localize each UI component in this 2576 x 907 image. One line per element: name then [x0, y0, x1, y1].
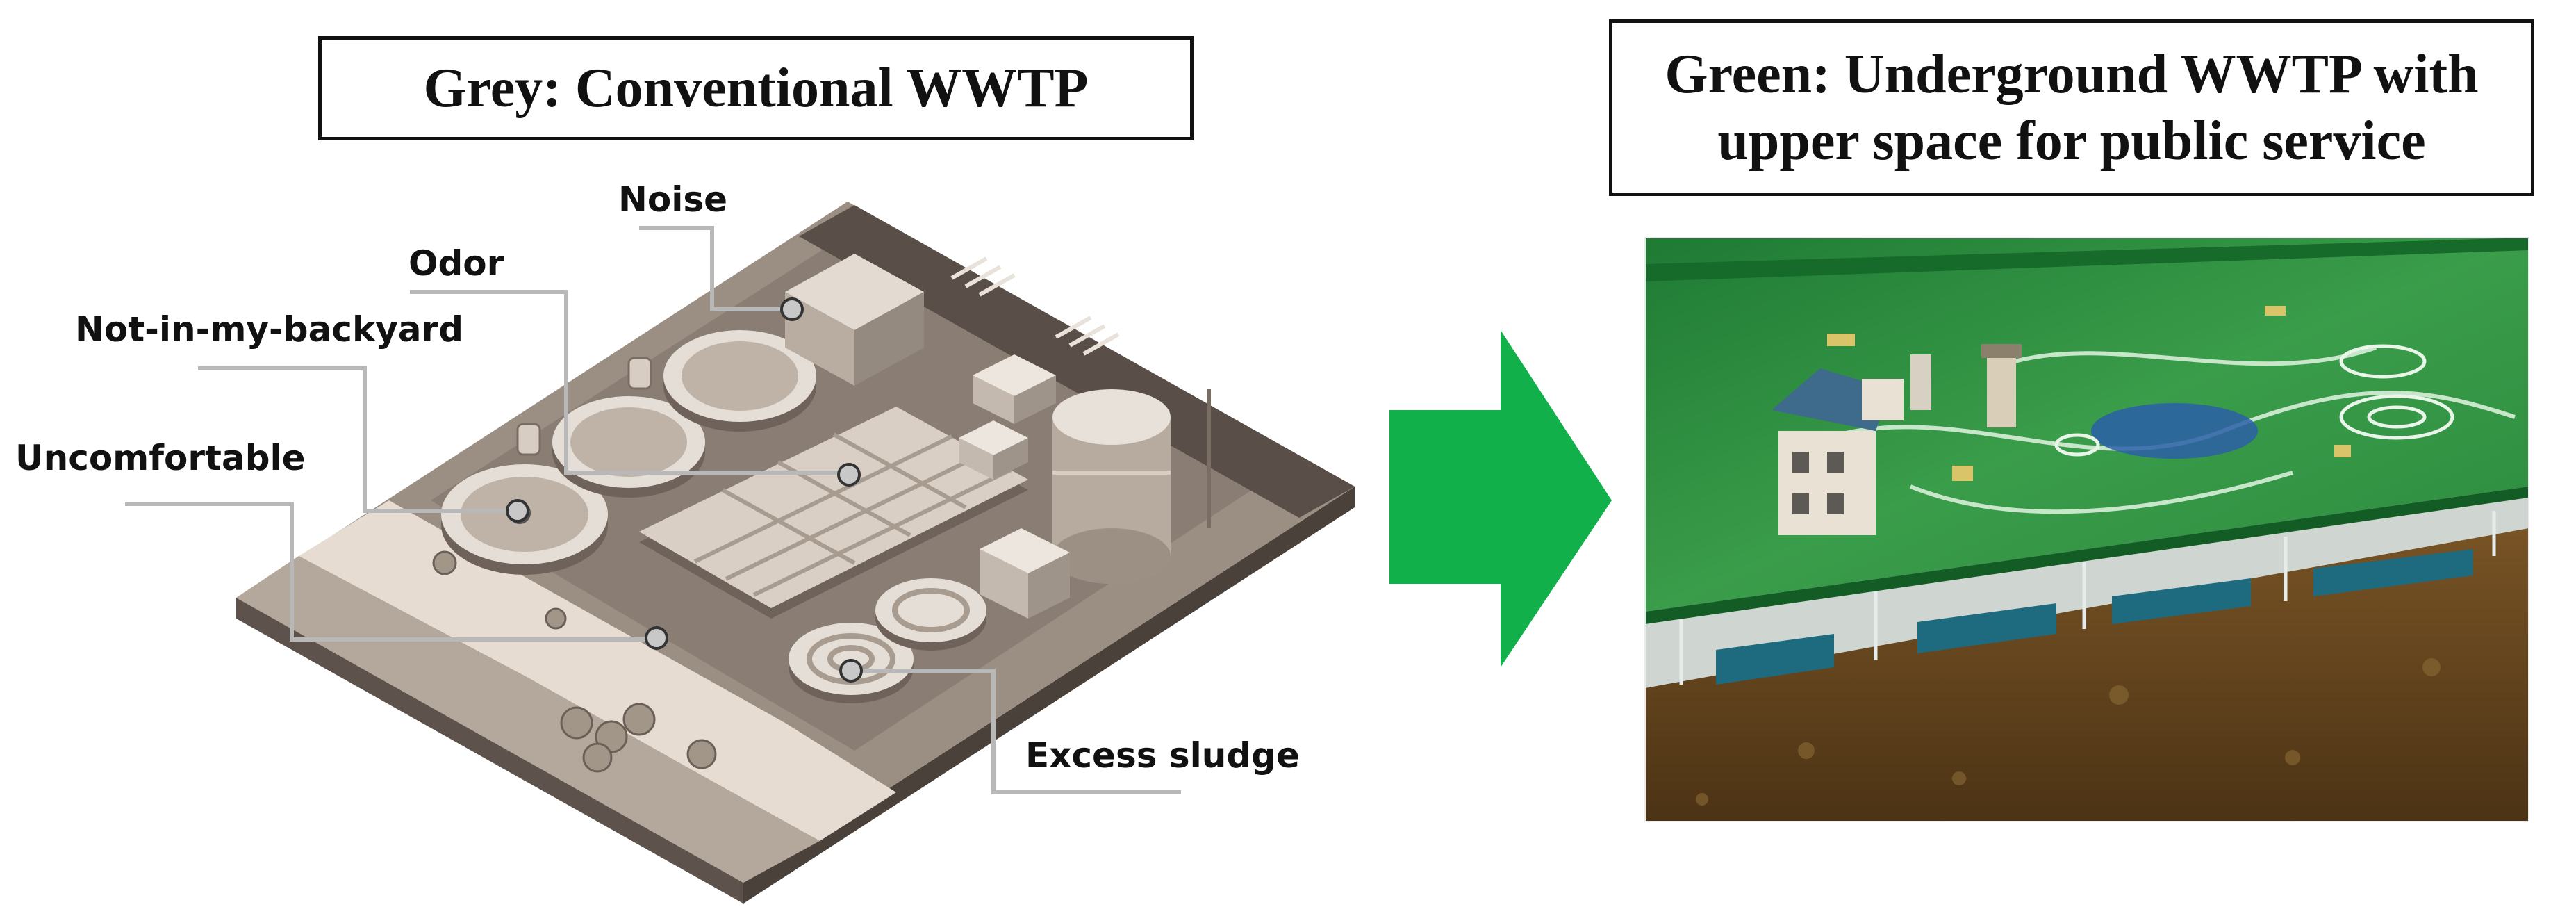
odor-leader: [410, 290, 848, 475]
sludge-leader: [851, 669, 1181, 794]
odor-marker: [837, 463, 861, 487]
digester-tank: [1052, 389, 1211, 584]
trees: [432, 550, 717, 773]
right-panel-title: Green: Underground WWTP with upper space…: [1609, 19, 2534, 196]
crosswalk: [950, 256, 1120, 356]
left-title-text: Grey: Conventional WWTP: [423, 58, 1089, 119]
callout-markers: [506, 297, 863, 683]
uncomfortable-leader: [125, 502, 657, 642]
aeration-basin: [639, 407, 1028, 619]
clarifier-tank-3: [663, 330, 816, 432]
office-building: [785, 254, 924, 386]
nimby-marker: [506, 499, 529, 523]
control-unit: [980, 528, 1070, 619]
noise-leader: [639, 226, 792, 311]
plant-base-right-side: [743, 487, 1355, 904]
right-title-line2: upper space for public service: [1717, 111, 2426, 172]
nimby-leader: [198, 366, 518, 513]
callout-noise: Noise: [618, 179, 728, 220]
sludge-marker: [839, 659, 863, 683]
callout-not-in-my-backyard: Not-in-my-backyard: [75, 309, 463, 350]
callout-excess-sludge: Excess sludge: [1025, 735, 1300, 776]
noise-marker: [780, 297, 804, 321]
small-silos: [516, 357, 652, 456]
callout-leaders: [125, 226, 1181, 794]
left-panel-title: Grey: Conventional WWTP: [318, 36, 1194, 140]
plant-road: [799, 205, 1355, 518]
plant-base-left-side: [236, 598, 743, 904]
small-buildings: [959, 354, 1056, 480]
callout-odor: Odor: [408, 243, 504, 284]
callout-uncomfortable: Uncomfortable: [15, 438, 306, 478]
clarifier-tank-2: [552, 396, 705, 498]
right-title-line1: Green: Underground WWTP with: [1665, 44, 2479, 105]
uncomfortable-marker: [645, 626, 668, 650]
river-band: [299, 500, 896, 841]
